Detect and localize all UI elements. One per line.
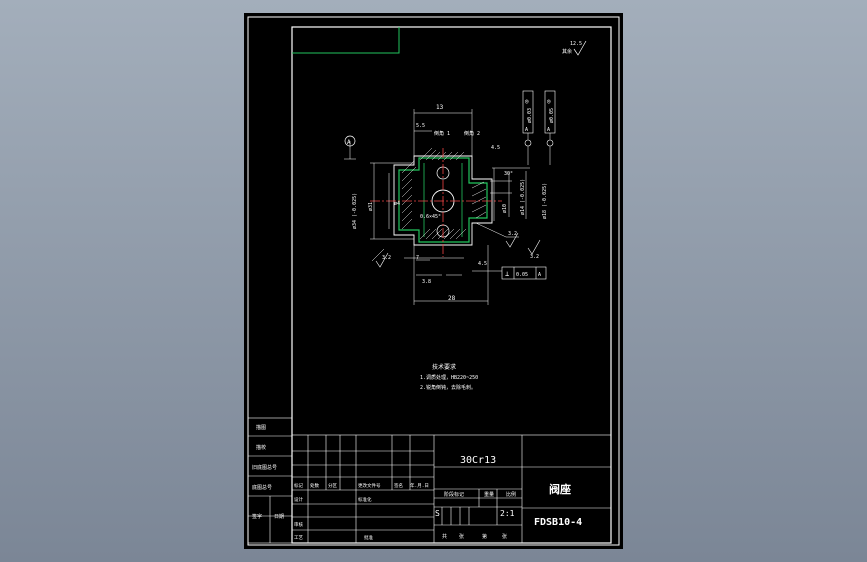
tolerance-1-datum: A bbox=[525, 127, 528, 133]
change-header-sign: 签名 bbox=[394, 482, 403, 489]
dim-4-5-lower: 4.5 bbox=[478, 261, 487, 267]
dim-outer-dia-left: ø34 (-0.025) bbox=[352, 193, 358, 229]
datum-a-label: A bbox=[347, 139, 351, 146]
datum-a: A bbox=[344, 135, 356, 147]
roughness-note: 其余 12.5 bbox=[562, 40, 587, 56]
role-review: 审核 bbox=[294, 521, 303, 528]
dim-3-8: 3.8 bbox=[422, 279, 431, 285]
change-header-mark: 标记 bbox=[294, 482, 303, 489]
tolerance-3-datum: A bbox=[538, 272, 541, 278]
dim-inner-dia: ø4 bbox=[394, 201, 400, 207]
dim-right-dia-1: ø18 (-0.025) bbox=[542, 183, 548, 219]
role-standard: 标准化 bbox=[358, 496, 372, 503]
tolerance-2-symbol: ◎ bbox=[547, 98, 551, 105]
tolerance-3-value: 0.05 bbox=[516, 272, 528, 278]
drawing-number: FDSB10-4 bbox=[534, 517, 582, 528]
part-contour bbox=[393, 155, 493, 246]
drawing-canvas: 其余 12.5 bbox=[247, 16, 620, 546]
dim-inner-dia-left: ø31 bbox=[368, 202, 374, 211]
dim-7: 7 bbox=[416, 255, 419, 261]
scale-label: 比例 bbox=[506, 491, 516, 498]
part-drawing: 13 5.5 倒角 1 倒角 2 4.5 30° 0.6×45° ø4 7 4.… bbox=[344, 90, 556, 305]
role-process: 工艺 bbox=[294, 535, 303, 541]
roughness-marks bbox=[375, 232, 541, 268]
role-design: 设计 bbox=[294, 496, 303, 503]
dim-chamfer-1: 倒角 1 bbox=[434, 130, 450, 137]
tolerance-frame-2: ◎ ø0.05 A bbox=[544, 90, 556, 165]
tolerance-1-symbol: ◎ bbox=[525, 98, 529, 105]
change-header-count: 处数 bbox=[310, 482, 319, 489]
section-outline bbox=[398, 157, 488, 243]
projection-mark bbox=[292, 27, 400, 54]
change-header-date: 年.月.日 bbox=[410, 482, 429, 489]
dim-chamfer-2: 倒角 2 bbox=[464, 130, 480, 137]
tolerance-2-datum: A bbox=[547, 127, 550, 133]
sheet-label-2: 张 bbox=[459, 533, 464, 540]
dim-top-13: 13 bbox=[436, 104, 444, 111]
tolerance-frame-1: ◎ ø0.03 A bbox=[522, 90, 534, 165]
left-margin-table bbox=[247, 417, 293, 544]
dim-angle-30: 30° bbox=[504, 171, 513, 177]
dim-4-5-top: 4.5 bbox=[491, 145, 500, 151]
tolerance-1-value: ø0.03 bbox=[527, 108, 533, 123]
tolerance-frame-3: ⊥ 0.05 A bbox=[501, 266, 547, 280]
left-label-1: 描图 bbox=[256, 424, 266, 431]
sheet-label-1: 共 bbox=[442, 533, 447, 540]
tech-req-item-2: 2.锐角倒钝，去除毛刺。 bbox=[420, 384, 476, 391]
roughness-value-3: 3.2 bbox=[530, 254, 539, 260]
dim-28: 28 bbox=[448, 295, 456, 302]
left-label-6: 日期 bbox=[274, 514, 284, 520]
left-label-5: 签字 bbox=[252, 513, 262, 520]
change-header-zone: 分区 bbox=[328, 482, 337, 489]
part-name: 阀座 bbox=[549, 482, 571, 496]
dim-right-dia-2: ø14 (-0.025) bbox=[520, 179, 526, 215]
bore-outline bbox=[423, 163, 463, 237]
material-label: 30Cr13 bbox=[460, 455, 496, 466]
roughness-value-1: 3.2 bbox=[382, 255, 391, 261]
drawing-sheet: 其余 12.5 bbox=[244, 13, 623, 549]
sheet-label-3: 第 bbox=[482, 533, 487, 540]
roughness-note-value: 12.5 bbox=[570, 41, 582, 47]
sheet-label-4: 张 bbox=[502, 533, 507, 540]
roughness-symbol bbox=[573, 40, 587, 56]
dimension-lines bbox=[344, 109, 530, 305]
dim-5-5: 5.5 bbox=[416, 123, 425, 129]
title-block bbox=[291, 434, 612, 544]
left-label-4: 底图总号 bbox=[252, 484, 272, 491]
dim-right-dia-3: ø10 bbox=[502, 204, 508, 213]
left-label-2: 描校 bbox=[256, 444, 266, 451]
stage-label: 阶段标记 bbox=[444, 491, 464, 498]
tolerance-2-value: ø0.05 bbox=[549, 108, 555, 123]
roughness-value-2: 3.2 bbox=[508, 231, 517, 237]
dim-0-6-x45: 0.6×45° bbox=[420, 214, 441, 220]
scale-value: 2:1 bbox=[500, 509, 515, 518]
weight-label: 重量 bbox=[484, 491, 494, 498]
stage-mark: S bbox=[435, 509, 440, 518]
role-approve: 批准 bbox=[364, 534, 373, 541]
tech-req-item-1: 1.调质处理，HB220~250 bbox=[420, 374, 478, 381]
left-label-3: 旧底图总号 bbox=[252, 464, 277, 471]
outer-border bbox=[247, 16, 620, 546]
roughness-note-label: 其余 bbox=[562, 48, 572, 55]
change-header-doc: 更改文件号 bbox=[358, 482, 381, 489]
tolerance-3-symbol: ⊥ bbox=[505, 270, 509, 278]
technical-requirements: 技术要求 1.调质处理，HB220~250 2.锐角倒钝，去除毛刺。 bbox=[420, 363, 478, 391]
tech-req-title: 技术要求 bbox=[432, 363, 456, 371]
